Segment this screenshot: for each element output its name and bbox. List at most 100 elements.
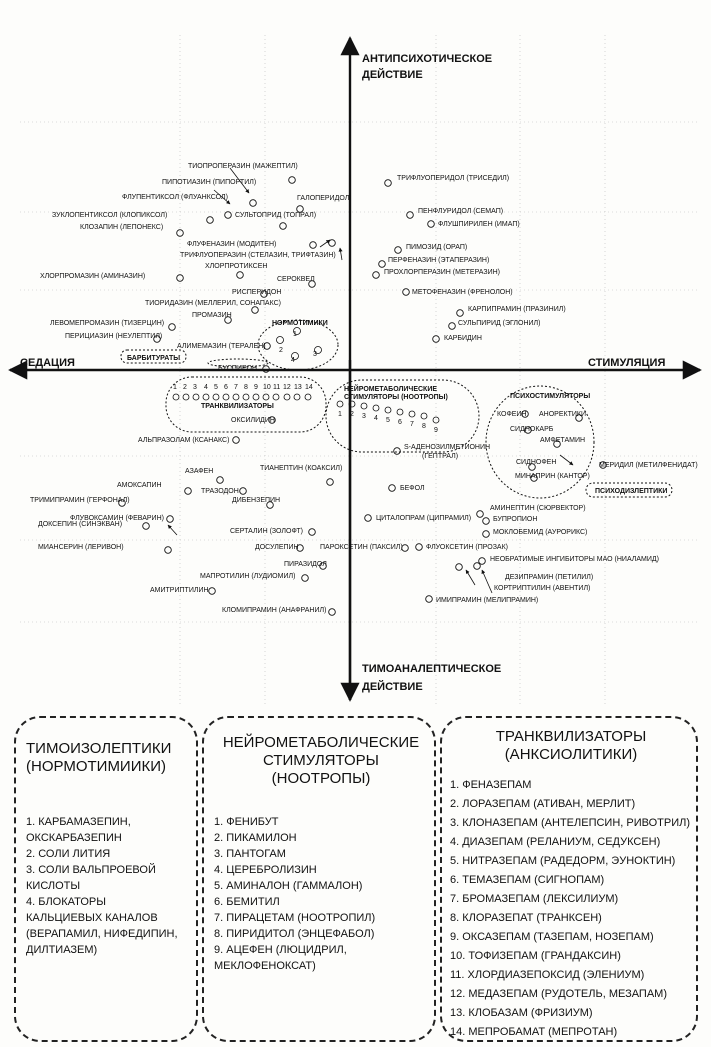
legend-tranq-item: 7. БРОМАЗЕПАМ (ЛЕКСИЛИУМ) [450,893,619,905]
svg-text:11: 11 [273,384,280,391]
legend-tranq-item: 8. КЛОРАЗЕПАТ (ТРАНКСЕН) [450,912,602,924]
drug-label: АМИНЕПТИН (СЮРВЕКТОР) [490,505,586,512]
svg-text:2: 2 [350,411,354,418]
drug-marker [553,440,561,448]
drug-label: ПИМОЗИД (ОРАП) [406,244,467,251]
drug-marker [326,478,334,486]
drug-marker [456,309,464,317]
tranq-numbers: 1 2 3 4 5 6 7 8 9 10 11 12 13 14 [173,384,313,391]
legend-noo-item: 1. ФЕНИБУТ [214,816,279,828]
drug-label: СЕРОКВЕЛ [277,276,315,283]
drug-marker [378,260,386,268]
legend-noo-title-3: (НООТРОПЫ) [271,770,371,787]
legend-thymoisoleptics: ТИМОИЗОЛЕПТИКИ (НОРМОТИМИИКИ) 1. КАРБАМА… [14,716,198,1042]
drug-label: ТРИФЛУОПЕРАЗИН (СТЕЛАЗИН, ТРИФТАЗИН) [180,252,336,259]
svg-text:1: 1 [338,411,342,418]
normotimic-num-3: 3 [313,351,317,358]
drug-marker [268,416,276,424]
drug-label: МЕТОФЕНАЗИН (ФРЕНОЛОН) [412,289,513,296]
drug-label: ТИОПРОПЕРАЗИН (МАЖЕПТИЛ) [188,163,298,170]
svg-text:5: 5 [214,384,218,391]
legend-tranq-item: 9. ОКСАЗЕПАМ (ТАЗЕПАМ, НОЗЕПАМ) [450,931,654,943]
drug-label: ТИАНЕПТИН (КОАКСИЛ) [260,465,342,472]
drug-marker [153,335,161,343]
svg-text:4: 4 [204,384,208,391]
drug-marker [216,476,224,484]
drug-label: ЦИТАЛОПРАМ (ЦИПРАМИЛ) [376,515,471,522]
drug-label: ПИПОТИАЗИН (ПИПОРТИЛ) [162,179,256,186]
drug-label: СИДНОКАРБ [510,426,554,433]
drug-label: АМОКСАПИН [117,482,162,489]
axis-top-line1: АНТИПСИХОТИЧЕСКОЕ [362,53,492,65]
group-tranquilizers: ТРАНКВИЛИЗАТОРЫ [201,403,274,410]
group-barbiturates: БАРБИТУРАТЫ [127,355,180,362]
drug-marker [168,323,176,331]
drug-marker [425,595,433,603]
drug-marker [406,211,414,219]
drug-label: СУЛЬПИРИД (ЭГЛОНИЛ) [458,320,540,327]
legend-thymo-title-2: (НОРМОТИМИИКИ) [26,758,167,775]
drug-marker [309,241,317,249]
drug-marker [482,517,490,525]
drug-label: ДОКСЕПИН (СИНЭКВАН) [38,521,122,528]
group-outlines [120,319,673,499]
background-grid [20,35,700,705]
svg-text:9: 9 [434,427,438,434]
drug-label: КОФЕИН [497,411,527,418]
drug-marker [184,487,192,495]
drug-label: ПИРАЗИДОЛ [284,561,327,568]
group-normotimics: НОРМОТИМИКИ [272,320,328,327]
svg-text:1: 1 [173,384,177,391]
drug-marker [224,211,232,219]
legend-noo-item: 6. БЕМИТИЛ [214,896,280,908]
svg-text:12: 12 [283,384,291,391]
legend-tranq-item: 3. КЛОНАЗЕПАМ (АНТЕЛЕПСИН, РИВОТРИЛ) [450,817,690,829]
drug-marker [372,271,380,279]
drug-label: ТРИФЛУОПЕРИДОЛ (ТРИСЕДИЛ) [397,175,509,182]
drug-marker [530,474,538,482]
legend-tranq-title-2: (АНКСИОЛИТИКИ) [504,746,638,763]
axis-bottom-line2: ДЕЙСТВИЕ [362,680,423,693]
drug-marker [164,546,172,554]
drug-marker [260,290,268,298]
legend-tranq-title-1: ТРАНКВИЛИЗАТОРЫ [495,728,647,745]
drug-label: КОРТРИПТИЛИН (АВЕНТИЛ) [494,585,590,592]
legend-thymo-item: ДИЛТИАЗЕМ) [26,944,98,956]
drug-marker [239,487,247,495]
drug-label: АЛЬПРАЗОЛАМ (КСАНАКС) [138,437,229,444]
drug-marker [301,574,309,582]
svg-text:9: 9 [254,384,258,391]
drug-marker [473,562,481,570]
drug-label: АНОРЕКТИКИ [539,411,586,418]
drug-label: МИАНСЕРИН (ЛЕРИВОН) [38,544,124,551]
legend-thymo-item: 4. БЛОКАТОРЫ [26,896,106,908]
drug-marker [328,608,336,616]
svg-text:13: 13 [294,384,302,391]
legend-tranq-item: 12. МЕДАЗЕПАМ (РУДОТЕЛЬ, МЕЗАПАМ) [450,988,668,1000]
drug-marker [236,271,244,279]
legend-noo-item: МЕКЛОФЕНОКСАТ) [214,960,316,972]
svg-text:10: 10 [263,384,271,391]
legend-thymo-item: ОКСКАРБАЗЕПИН [26,832,122,844]
drug-label: ФЛУФЕНАЗИН (МОДИТЕН) [187,241,276,248]
drug-label: КЛОМИПРАМИН (АНАФРАНИЛ) [222,607,326,614]
legend-noo-item: 9. АЦЕФЕН (ЛЮЦИДРИЛ, [214,944,347,956]
drug-label: МОКЛОБЕМИД (АУРОРИКС) [493,529,587,536]
drug-marker [427,220,435,228]
drug-label: КЛОЗАПИН (ЛЕПОНЕКС) [80,224,163,231]
normotimic-num-4: 4 [291,357,295,364]
drug-label: ФЛУВОКСАМИН (ФЕВАРИН) [70,515,164,522]
legend-tranq-item: 11. ХЛОРДИАЗЕПОКСИД (ЭЛЕНИУМ) [450,969,645,981]
drug-classification-diagram: АНТИПСИХОТИЧЕСКОЕ ДЕЙСТВИЕ ТИМОАНАЛЕПТИЧ… [8,35,702,705]
drug-label: ПЕРИЦИАЗИН (НЕУЛЕПТИЛ) [65,333,162,340]
drug-marker [176,229,184,237]
legend-nootropics: НЕЙРОМЕТАБОЛИЧЕСКИЕ СТИМУЛЯТОРЫ (НООТРОП… [202,716,436,1042]
drug-marker [401,544,409,552]
drug-label: БУПРОПИОН [493,516,537,523]
drug-label: БЕФОЛ [400,485,425,492]
drug-label: ИМИПРАМИН (МЕЛИПРАМИН) [436,597,538,604]
drug-marker [478,557,486,565]
drug-marker [166,515,174,523]
legend-tranq-item: 14. МЕПРОБАМАТ (МЕПРОТАН) [450,1026,618,1038]
drug-label: СЕРТАЛИН (ЗОЛОФТ) [230,528,303,535]
